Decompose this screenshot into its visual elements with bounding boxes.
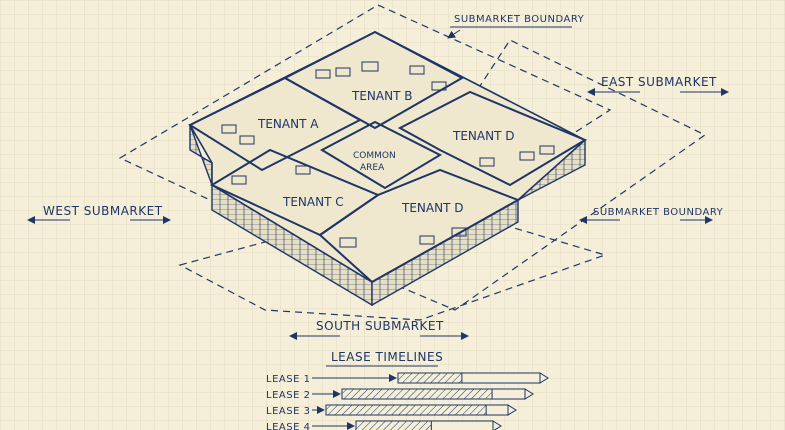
- submarket-boundary-top-arrow: [447, 29, 461, 39]
- lease-bar-fill: [325, 404, 487, 416]
- lease-bar-arrow-tip: [524, 388, 534, 400]
- tenant-a-label: TENANT A: [257, 117, 319, 131]
- submarket-boundary-top-label: SUBMARKET BOUNDARY: [454, 14, 585, 25]
- room-tenant-d-upper: [397, 90, 588, 187]
- lease-bar-fill: [397, 372, 463, 384]
- tenant-d-upper-label: TENANT D: [452, 129, 514, 143]
- room-tenant-b: [282, 30, 465, 130]
- lease-label: LEASE 4: [266, 422, 310, 430]
- common-area-label-line2: AREA: [360, 163, 385, 173]
- lease-label: LEASE 1: [266, 374, 310, 385]
- east-submarket-label: EAST SUBMARKET: [601, 75, 717, 89]
- common-area-label-line1: COMMON: [353, 151, 396, 161]
- tenant-b-label: TENANT B: [351, 89, 412, 103]
- submarket-boundary-right-label: SUBMARKET BOUNDARY: [593, 207, 724, 218]
- lease-timelines-title: LEASE TIMELINES: [331, 350, 443, 364]
- lease-bar-arrow-tip: [507, 404, 517, 416]
- lease-timeline-list: LEASE 1 LEASE 2 LEASE 3 LEASE 4: [266, 372, 549, 430]
- room-common-area: [319, 120, 443, 190]
- room-tenant-d-lower: [318, 168, 521, 284]
- south-submarket-label: SOUTH SUBMARKET: [316, 319, 444, 333]
- lease-label: LEASE 2: [266, 390, 310, 401]
- lease-bar-fill: [355, 420, 432, 430]
- furniture: [221, 61, 555, 248]
- lease-bar-arrow-tip: [539, 372, 549, 384]
- tenant-c-label: TENANT C: [282, 195, 344, 209]
- lease-label: LEASE 3: [266, 406, 310, 417]
- lease-bar-arrow-tip: [492, 420, 502, 430]
- tenant-d-lower-label: TENANT D: [401, 201, 463, 215]
- lease-bar-fill: [341, 388, 493, 400]
- building: [187, 30, 588, 307]
- west-submarket-label: WEST SUBMARKET: [43, 204, 163, 218]
